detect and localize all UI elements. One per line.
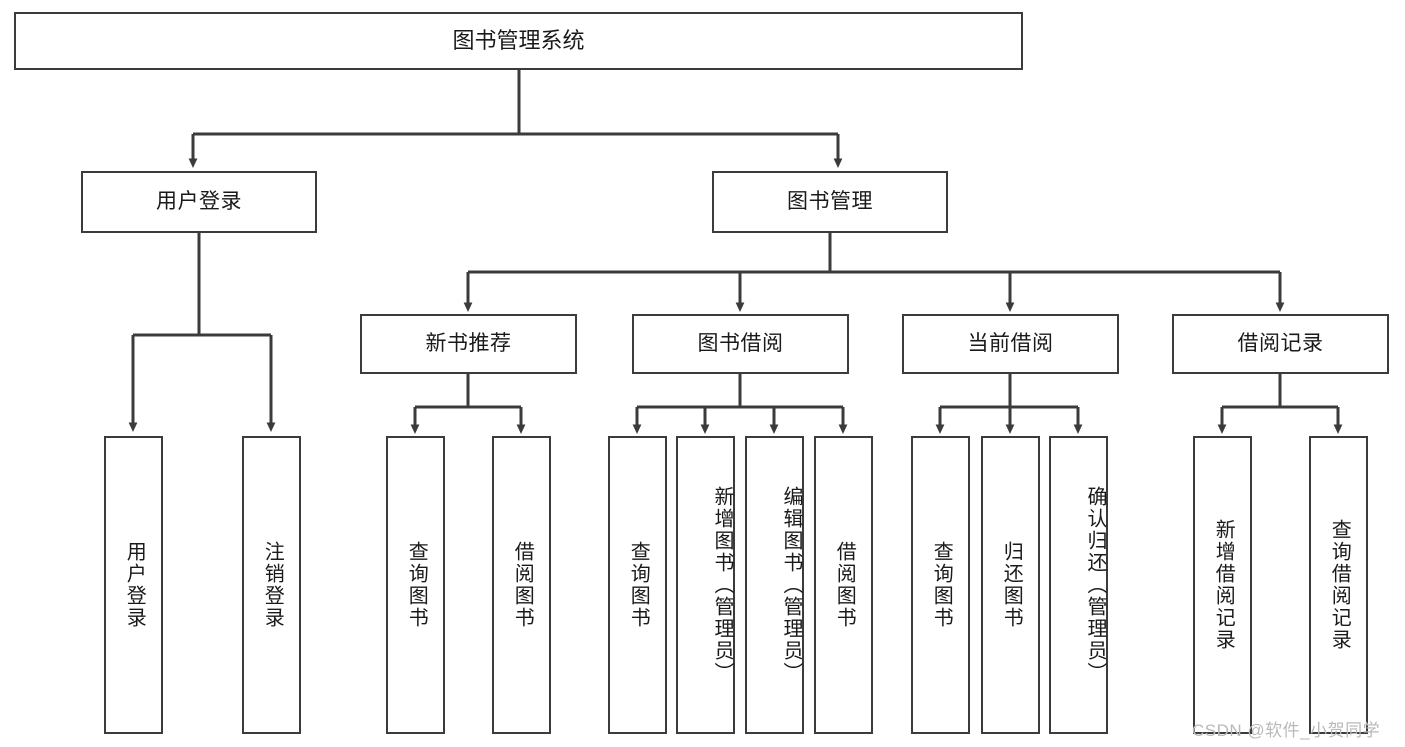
leaf-record-query-record[interactable]: 查询借阅记录 xyxy=(1309,436,1368,734)
leaf-current-query-book[interactable]: 查询图书 xyxy=(911,436,970,734)
node-borrow-record[interactable]: 借阅记录 xyxy=(1172,314,1389,374)
watermark-csdn: CSDN @软件_小贺同学 xyxy=(1192,721,1381,740)
leaf-new-book-borrow[interactable]: 借阅图书 xyxy=(492,436,551,734)
node-root-system[interactable]: 图书管理系统 xyxy=(14,12,1023,70)
node-book-management[interactable]: 图书管理 xyxy=(712,171,948,233)
leaf-current-confirm-return-admin[interactable]: 确认归还（管理员） xyxy=(1049,436,1108,734)
node-user-login[interactable]: 用户登录 xyxy=(81,171,317,233)
leaf-borrow-edit-book-admin[interactable]: 编辑图书（管理员） xyxy=(745,436,804,734)
leaf-user-login-signin[interactable]: 用户登录 xyxy=(104,436,163,734)
node-new-book-recommend[interactable]: 新书推荐 xyxy=(360,314,577,374)
leaf-record-add-record[interactable]: 新增借阅记录 xyxy=(1193,436,1252,734)
leaf-new-book-query[interactable]: 查询图书 xyxy=(386,436,445,734)
leaf-borrow-add-book-admin[interactable]: 新增图书（管理员） xyxy=(676,436,735,734)
leaf-borrow-query-book[interactable]: 查询图书 xyxy=(608,436,667,734)
node-book-borrow[interactable]: 图书借阅 xyxy=(632,314,849,374)
leaf-borrow-borrow-book[interactable]: 借阅图书 xyxy=(814,436,873,734)
leaf-current-return-book[interactable]: 归还图书 xyxy=(981,436,1040,734)
leaf-user-login-signout[interactable]: 注销登录 xyxy=(242,436,301,734)
node-current-borrow[interactable]: 当前借阅 xyxy=(902,314,1119,374)
